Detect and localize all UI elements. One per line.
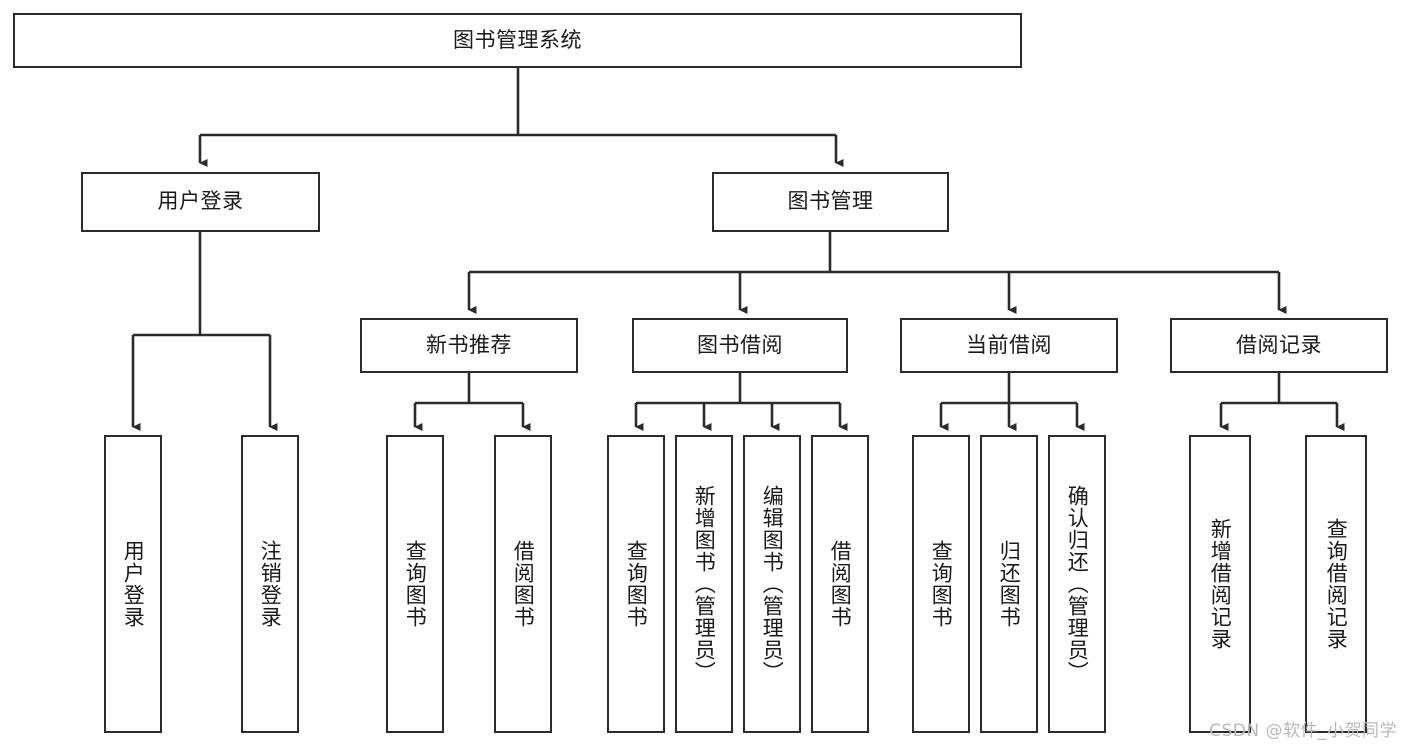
node-label: 注销登录 [258, 540, 283, 628]
node-label: 新书推荐 [426, 332, 512, 357]
leaf-record-add-record[interactable]: 新增借阅记录 [1189, 435, 1251, 733]
leaf-record-query-record[interactable]: 查询借阅记录 [1305, 435, 1367, 733]
node-current-borrow[interactable]: 当前借阅 [900, 318, 1118, 373]
watermark: CSDN @软件_小贺同学 [1209, 721, 1397, 741]
leaf-current-query-book[interactable]: 查询图书 [912, 435, 970, 733]
node-book-management[interactable]: 图书管理 [712, 172, 949, 232]
leaf-recommend-borrow-book[interactable]: 借阅图书 [494, 435, 552, 733]
leaf-borrow-query-book[interactable]: 查询图书 [607, 435, 665, 733]
node-root-system[interactable]: 图书管理系统 [13, 13, 1022, 68]
node-label: 新增借阅记录 [1208, 518, 1233, 650]
leaf-borrow-borrow-book[interactable]: 借阅图书 [811, 435, 869, 733]
node-label: 新增图书（管理员） [692, 485, 717, 683]
node-user-login[interactable]: 用户登录 [81, 172, 320, 232]
node-borrow-record[interactable]: 借阅记录 [1170, 318, 1388, 373]
node-label: 查询借阅记录 [1324, 518, 1349, 650]
leaf-borrow-edit-book[interactable]: 编辑图书（管理员） [743, 435, 801, 733]
node-label: 借阅记录 [1236, 332, 1322, 357]
node-new-book-recommend[interactable]: 新书推荐 [360, 318, 578, 373]
leaf-borrow-add-book[interactable]: 新增图书（管理员） [675, 435, 733, 733]
node-label: 图书管理系统 [453, 27, 582, 52]
node-label: 查询图书 [624, 540, 649, 628]
leaf-user-login-signout[interactable]: 注销登录 [241, 435, 299, 733]
node-label: 归还图书 [997, 540, 1022, 628]
node-label: 编辑图书（管理员） [760, 485, 785, 683]
node-label: 借阅图书 [511, 540, 536, 628]
leaf-user-login-signin[interactable]: 用户登录 [104, 435, 162, 733]
node-label: 当前借阅 [966, 332, 1052, 357]
node-label: 用户登录 [157, 189, 244, 214]
node-label: 查询图书 [403, 540, 428, 628]
node-label: 确认归还（管理员） [1065, 485, 1090, 683]
leaf-current-confirm-return[interactable]: 确认归还（管理员） [1048, 435, 1106, 733]
node-label: 图书管理 [787, 189, 874, 214]
node-book-borrow[interactable]: 图书借阅 [632, 318, 848, 373]
leaf-current-return-book[interactable]: 归还图书 [980, 435, 1038, 733]
node-label: 图书借阅 [697, 332, 783, 357]
node-label: 用户登录 [121, 540, 146, 628]
leaf-recommend-query-book[interactable]: 查询图书 [386, 435, 444, 733]
node-label: 借阅图书 [828, 540, 853, 628]
node-label: 查询图书 [929, 540, 954, 628]
